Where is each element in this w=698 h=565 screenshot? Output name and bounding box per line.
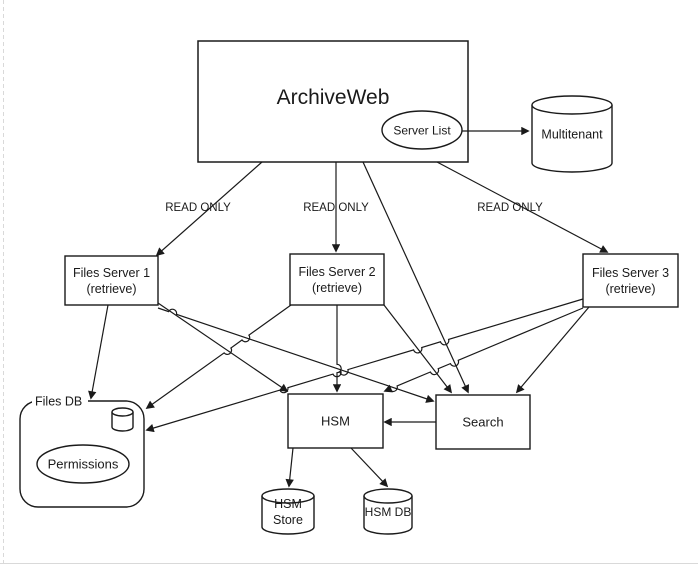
node-search[interactable]: Search: [435, 394, 531, 450]
node-files-server-2[interactable]: Files Server 2 (retrieve): [289, 253, 385, 306]
edge-files-server-1-to-hsm[interactable]: [157, 302, 289, 392]
edge-label-archiveweb-to-files-server-3: READ ONLY: [477, 202, 543, 214]
edge-files-server-3-to-hsm[interactable]: [383, 307, 584, 393]
node-multitenant[interactable]: Multitenant: [531, 95, 613, 173]
files-server-1-label: Files Server 1: [73, 266, 150, 280]
edge-files-server-3-to-files-db[interactable]: [145, 298, 584, 433]
hsm-shape[interactable]: [287, 393, 384, 449]
hsm-db-label: HSM DB: [365, 505, 412, 519]
node-server-list[interactable]: Server List: [381, 110, 463, 150]
hsm-label: HSM: [321, 414, 350, 429]
hsm-store-sublabel: Store: [273, 513, 303, 527]
permissions-label: Permissions: [48, 457, 119, 472]
hsm-db-body[interactable]: [363, 496, 413, 535]
multitenant-label: Multitenant: [541, 128, 603, 142]
files-server-2-sublabel: (retrieve): [312, 281, 362, 295]
node-permissions[interactable]: Permissions: [36, 444, 130, 484]
edge-label-archiveweb-to-files-server-2: READ ONLY: [303, 202, 369, 214]
edge-hsm-to-hsm-db[interactable]: [350, 447, 389, 488]
archiveweb-label: ArchiveWeb: [277, 86, 390, 109]
node-files-db-cylinder[interactable]: [111, 407, 134, 432]
files-db-label: Files DB: [35, 395, 82, 409]
files-db-cylinder-top[interactable]: [111, 407, 134, 417]
files-db-cylinder-body[interactable]: [111, 412, 134, 432]
permissions-shape[interactable]: [36, 444, 130, 484]
files-server-3-shape[interactable]: [582, 253, 679, 308]
edge-files-server-3-to-search[interactable]: [515, 306, 590, 394]
hsm-store-label: HSM: [274, 497, 302, 511]
hsm-db-top[interactable]: [363, 488, 413, 504]
edge-archiveweb-to-files-server-1[interactable]: [155, 161, 263, 257]
files-server-2-label: Files Server 2: [298, 265, 375, 279]
edge-files-server-1-to-files-db[interactable]: [88, 304, 109, 400]
files-server-2-shape[interactable]: [289, 253, 385, 306]
files-server-1-sublabel: (retrieve): [86, 282, 136, 296]
edge-files-server-2-to-hsm[interactable]: [332, 305, 342, 393]
edge-files-server-1-to-search[interactable]: [157, 307, 435, 403]
multitenant-top[interactable]: [531, 95, 613, 115]
edge-files-server-2-to-search[interactable]: [383, 304, 453, 394]
node-files-server-1[interactable]: Files Server 1 (retrieve): [64, 255, 159, 306]
hsm-store-body[interactable]: [261, 496, 315, 535]
edge-files-server-2-to-files-db[interactable]: [145, 304, 292, 409]
files-server-1-shape[interactable]: [64, 255, 159, 306]
edge-label-archiveweb-to-files-server-1: READ ONLY: [165, 202, 231, 214]
edge-hsm-to-hsm-store[interactable]: [285, 447, 294, 488]
server-list-shape[interactable]: [381, 110, 463, 150]
server-list-label: Server List: [393, 124, 451, 138]
hsm-store-top[interactable]: [261, 488, 315, 504]
node-files-server-3[interactable]: Files Server 3 (retrieve): [582, 253, 679, 308]
files-server-3-label: Files Server 3: [592, 266, 669, 280]
multitenant-body[interactable]: [531, 105, 613, 173]
edge-archiveweb-to-files-server-3[interactable]: [436, 161, 609, 253]
edge-archiveweb-to-search[interactable]: [362, 161, 470, 394]
files-db-label-bg: [32, 393, 88, 408]
node-hsm-db[interactable]: HSM DB: [363, 488, 413, 535]
files-server-3-sublabel: (retrieve): [605, 282, 655, 296]
node-hsm[interactable]: HSM: [287, 393, 384, 449]
search-shape[interactable]: [435, 394, 531, 450]
node-hsm-store[interactable]: HSM Store: [261, 488, 315, 535]
search-label: Search: [462, 415, 503, 430]
